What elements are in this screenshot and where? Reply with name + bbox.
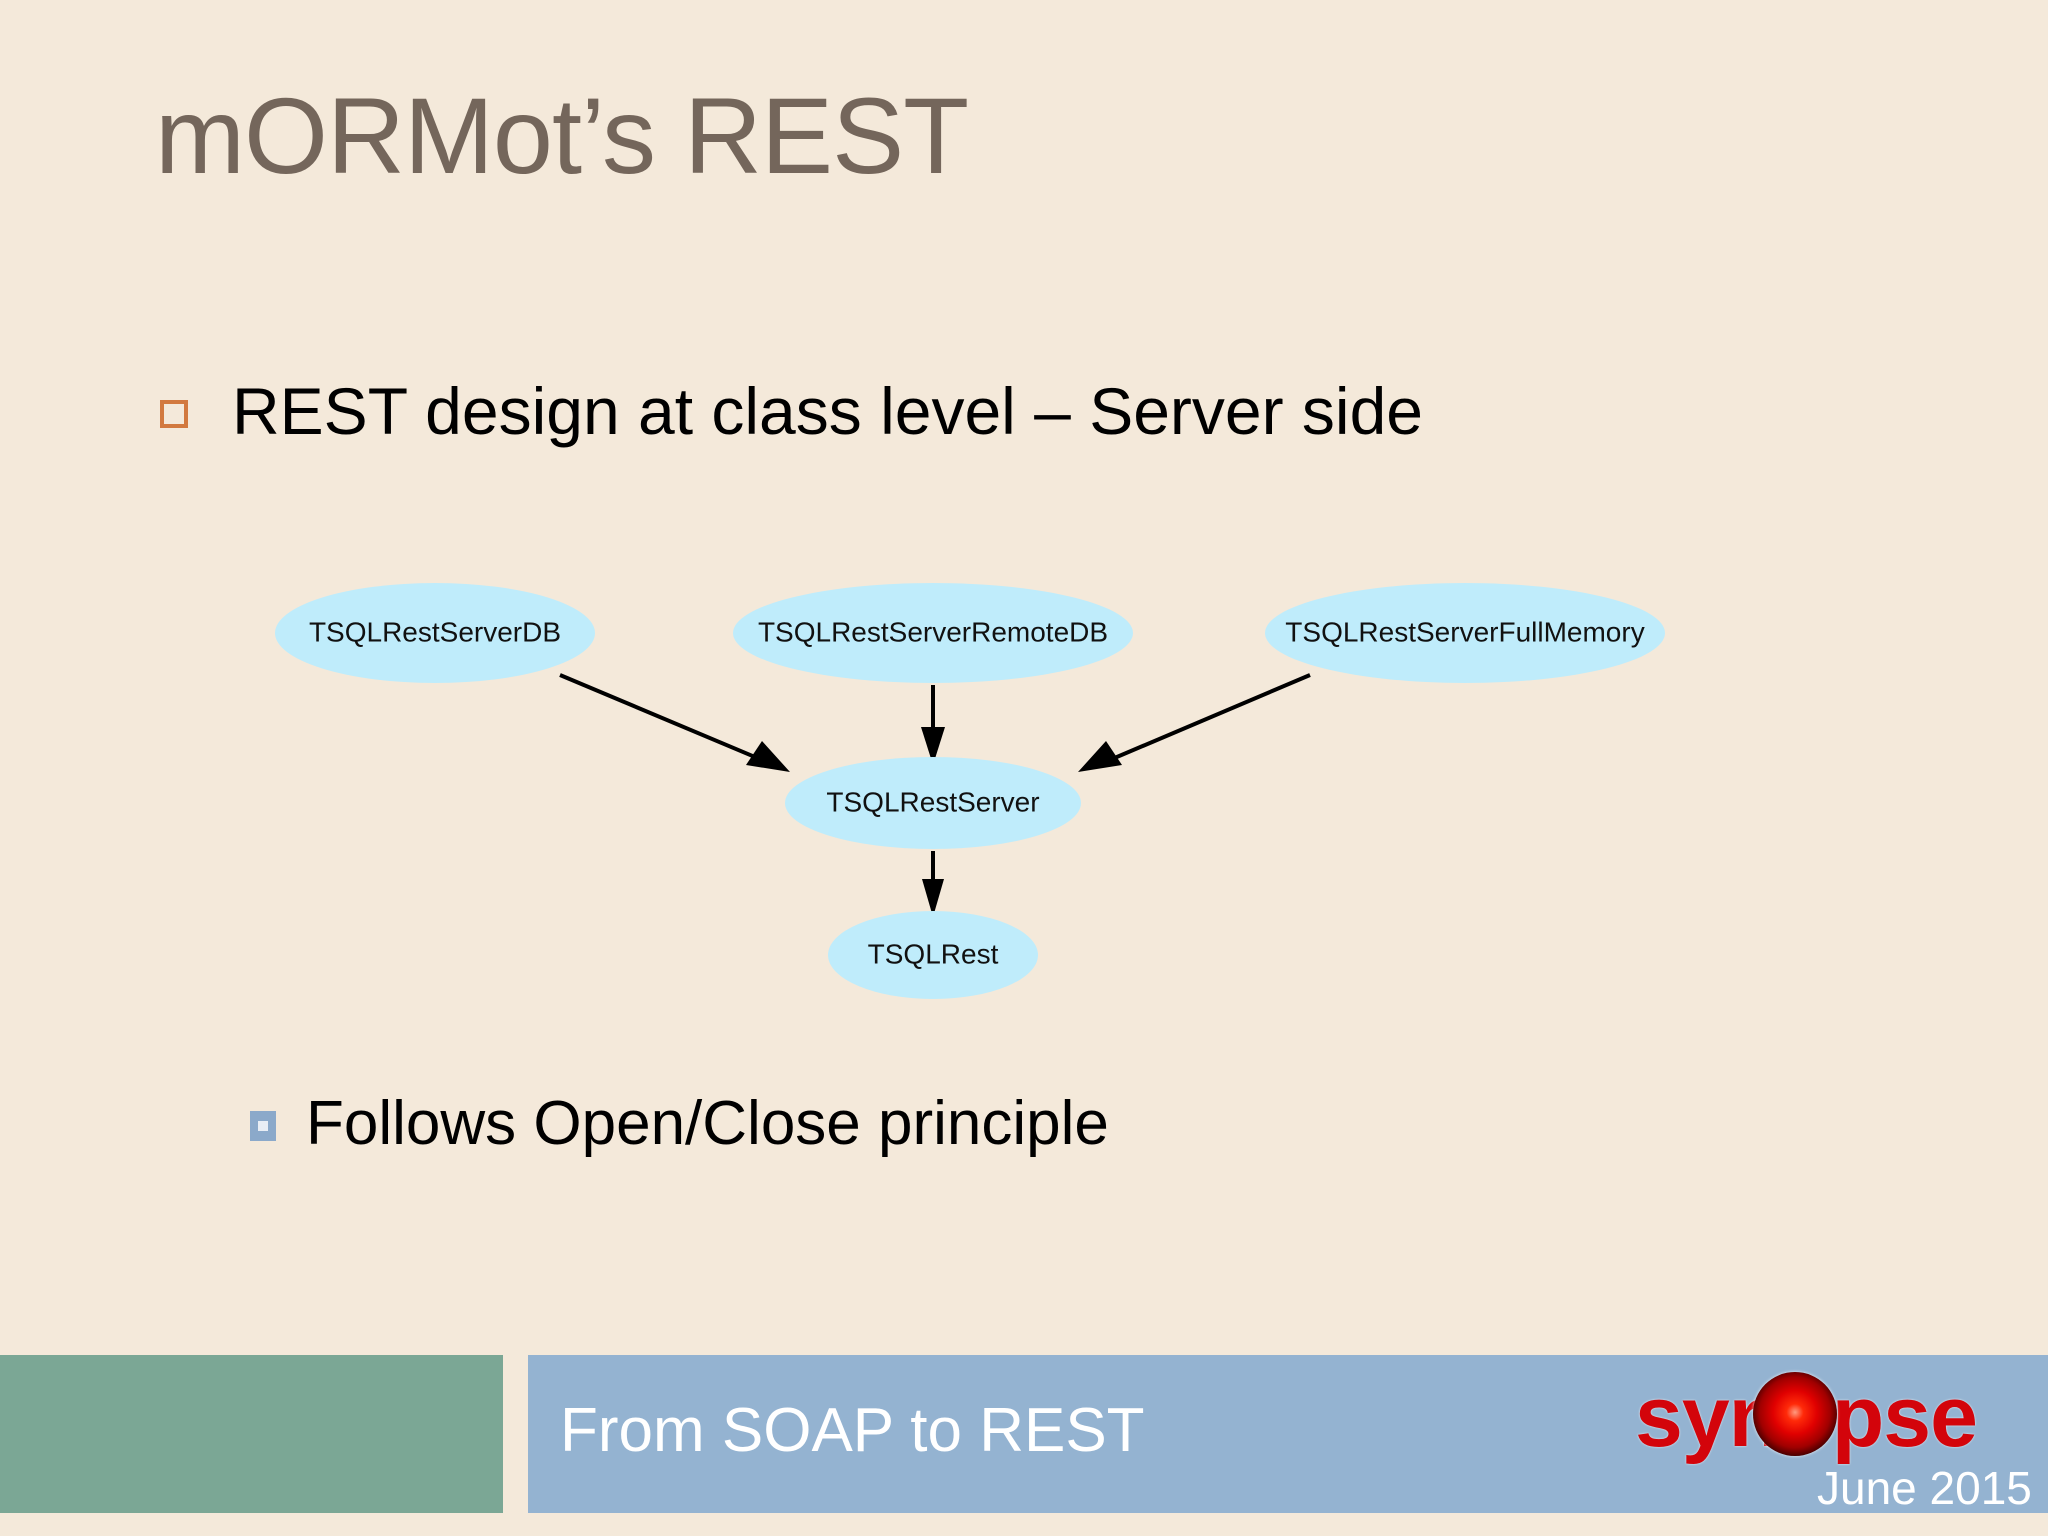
- footer-presentation-title: From SOAP to REST: [560, 1396, 1145, 1465]
- class-hierarchy-diagram: TSQLRestServerDB TSQLRestServerRemoteDB …: [260, 575, 1680, 1005]
- node-label-tsqlrestserverfullmemory: TSQLRestServerFullMemory: [1285, 616, 1644, 647]
- node-label-tsqlrest: TSQLRest: [868, 938, 999, 969]
- bullet-marker-filled-square-icon: [250, 1111, 276, 1141]
- node-tsqlrestserverdb[interactable]: [275, 583, 595, 683]
- presentation-date: June 2015: [1817, 1462, 2032, 1514]
- bullet-item-level2: Follows Open/Close principle: [250, 1093, 1109, 1155]
- node-tsqlrestserverremotedb[interactable]: [733, 583, 1133, 683]
- arrowhead-serverdb: [746, 741, 790, 772]
- node-tsqlrestserver[interactable]: [785, 757, 1081, 849]
- node-label-tsqlrestserverremotedb: TSQLRestServerRemoteDB: [758, 616, 1108, 647]
- logo-word-part2: pse: [1831, 1369, 1978, 1465]
- edge-fullmemory-to-restserver: [1097, 673, 1311, 767]
- bullet-marker-open-square-icon: [160, 400, 188, 428]
- node-tsqlrest[interactable]: [828, 911, 1038, 999]
- synopse-logo: synopse June 2015: [1635, 1372, 2040, 1517]
- bullet-level2-label: Follows Open/Close principle: [306, 1089, 1109, 1158]
- footer-accent-bar: [0, 1355, 503, 1513]
- hal-eye-icon: [1753, 1372, 1837, 1456]
- node-tsqlrestserverfullmemory[interactable]: [1265, 583, 1665, 683]
- diagram-edges: [559, 673, 1311, 917]
- diagram-nodes: TSQLRestServerDB TSQLRestServerRemoteDB …: [275, 583, 1665, 999]
- node-label-tsqlrestserver: TSQLRestServer: [826, 786, 1039, 817]
- arrowhead-remotedb: [921, 727, 945, 765]
- node-label-tsqlrestserverdb: TSQLRestServerDB: [309, 616, 561, 647]
- page-title: mORMot’s REST: [155, 75, 969, 196]
- arrowhead-fullmemory: [1078, 741, 1122, 772]
- bullet-item-level1: REST design at class level – Server side: [160, 378, 1423, 444]
- arrowhead-restserver: [922, 879, 944, 917]
- edge-serverdb-to-restserver: [559, 673, 775, 767]
- bullet-level1-label: REST design at class level – Server side: [232, 374, 1423, 448]
